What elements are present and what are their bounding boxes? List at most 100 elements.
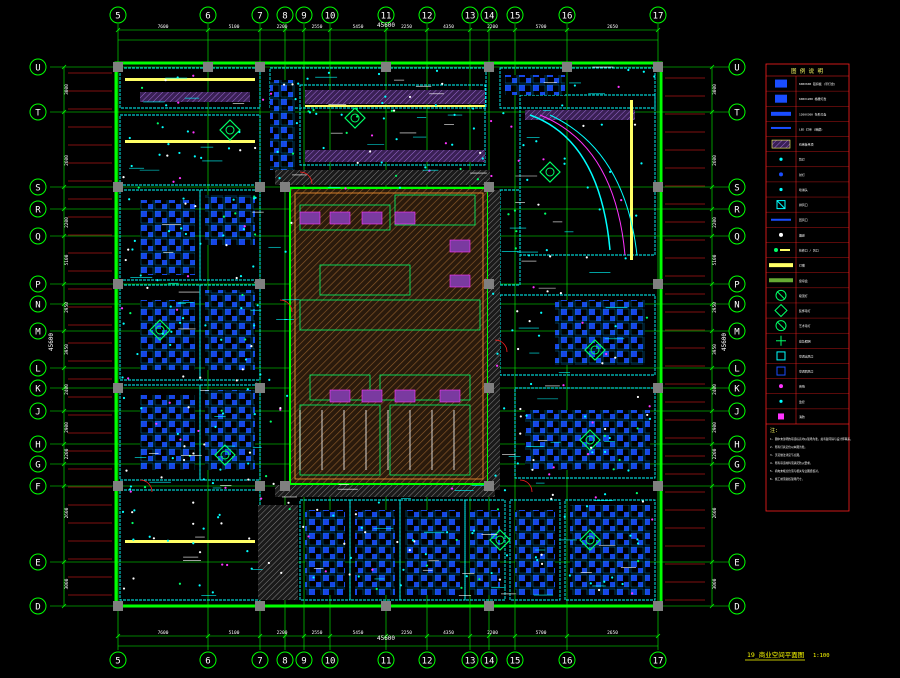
ceiling-fixture-dot: [133, 239, 136, 242]
dimension-tick: [709, 559, 715, 565]
row-axis-bubble: [728, 553, 746, 571]
door-swing: [279, 299, 293, 313]
legend-symbol-speaker: [779, 384, 783, 389]
ceiling-fixture-dot: [268, 378, 271, 381]
structural-column: [113, 601, 123, 611]
row-axis-label: E: [734, 559, 739, 569]
ceiling-fixture-dot: [222, 234, 225, 237]
ceiling-fixture-dot: [585, 256, 588, 259]
ceiling-fixture-dot: [192, 452, 195, 455]
ceiling-fixture-dot: [129, 490, 132, 493]
ceiling-fixture-dot: [481, 157, 484, 160]
ceiling-fixture-dot: [492, 292, 495, 295]
dimension-tick: [709, 461, 715, 467]
ceiling-fixture-dot: [130, 164, 133, 168]
dimension-tick: [61, 233, 67, 239]
dimension-tick: [709, 483, 715, 489]
ceiling-fixture-dot: [479, 151, 482, 154]
drawing-title-block: 19_商业空间平面图 1:100: [745, 650, 830, 661]
ceiling-tile-zone: [525, 410, 650, 470]
room-outline: [464, 499, 506, 601]
corridor-hatch: [275, 485, 495, 497]
row-axis-bubble: [29, 455, 47, 473]
central-core-inner: [294, 192, 484, 480]
door-swing: [519, 479, 533, 493]
ceiling-fixture-dot: [224, 486, 227, 489]
legend-item-label: 应急照明: [799, 338, 811, 343]
dimension-tick: [61, 301, 67, 307]
corridor-hatch: [258, 505, 298, 600]
ceiling-fixture-dot: [641, 500, 645, 503]
ceiling-band: [305, 90, 485, 104]
ceiling-fixture-dot: [235, 379, 238, 382]
ceiling-fixture-dot: [604, 427, 607, 431]
ceiling-fixture-dot: [182, 197, 185, 200]
room-outline: [199, 189, 261, 281]
room-outline: [514, 387, 656, 479]
column-axis-label: 14: [484, 12, 495, 22]
ceiling-fixture-dot: [598, 208, 601, 211]
legend-item-label: 空调回风口: [799, 369, 814, 374]
ceiling-fixture-dot: [225, 244, 228, 247]
ceiling-fixture-dot: [516, 310, 519, 313]
chandelier-center: [585, 535, 595, 545]
row-spacing-label: 3000: [64, 578, 70, 589]
dimension-tick: [115, 633, 121, 639]
ceiling-fixture-dot: [525, 414, 528, 417]
ceiling-fixture-dot: [450, 487, 454, 490]
column-axis-bubble: [506, 651, 524, 669]
ceiling-fixture-dot: [502, 112, 505, 115]
core-room: [319, 264, 411, 296]
ceiling-fixture-dot: [122, 322, 125, 325]
column-spacing-label: 2250: [401, 630, 412, 636]
legend-symbol-access-bar: [780, 249, 790, 251]
legend-item-label: 射灯: [799, 172, 805, 177]
ceiling-fixture-dot: [519, 407, 522, 411]
ceiling-band: [140, 92, 250, 102]
structural-column: [653, 62, 663, 72]
ceiling-fixture-dot: [306, 77, 309, 80]
axis-bubbles: 5566778899101011111212131314141515161617…: [29, 6, 746, 669]
ceiling-fixture-dot: [234, 212, 237, 215]
ceiling-tile-zone: [140, 300, 195, 370]
ceiling-fixture-dot: [186, 130, 189, 133]
ceiling-fixture-dot: [496, 508, 500, 511]
ceiling-fixture-dot: [364, 531, 367, 534]
legend-symbol-tile: [775, 94, 787, 103]
ceiling-fixture-dot: [327, 71, 331, 74]
legend-symbol-box: [776, 200, 786, 210]
row-spacing-label: 3000: [712, 84, 718, 95]
right-total-dimension: 45600: [721, 333, 728, 351]
ceiling-fixture-dot: [183, 445, 186, 448]
core-room: [379, 374, 471, 401]
ceiling-fixture-dot: [562, 384, 565, 387]
ceiling-fixture-dot: [614, 325, 617, 328]
ceiling-fixture-dot: [425, 564, 429, 567]
ceiling-tile-zone: [205, 390, 255, 470]
dimension-tick: [282, 27, 288, 33]
ceiling-fixture-dot: [527, 254, 531, 257]
ceiling-fixture-dot: [344, 187, 347, 190]
structural-column: [381, 62, 391, 72]
ceiling-fixture-dot: [240, 307, 243, 310]
row-axis-label: G: [35, 461, 40, 471]
column-axis-bubble: [251, 651, 269, 669]
ceiling-fixture-dot: [594, 496, 597, 499]
dimension-tick: [327, 27, 333, 33]
dimension-tick: [424, 27, 430, 33]
ceiling-fixture-dot: [197, 429, 200, 433]
ceiling-band: [305, 150, 485, 162]
column-axis-bubble: [276, 6, 294, 24]
row-axis-label: R: [734, 206, 740, 216]
ceiling-fixture-dot: [192, 501, 195, 504]
column-axis-label: 12: [422, 657, 433, 667]
row-axis-label: U: [734, 64, 739, 74]
ceiling-fixture-dot: [127, 377, 130, 380]
row-axis-bubble: [29, 178, 47, 196]
structural-column: [113, 279, 123, 289]
ceiling-fixture-dot: [167, 229, 171, 233]
row-spacing-label: 2600: [712, 507, 718, 518]
ceiling-fixture-dot: [239, 275, 243, 278]
dimension-tick: [709, 408, 715, 414]
